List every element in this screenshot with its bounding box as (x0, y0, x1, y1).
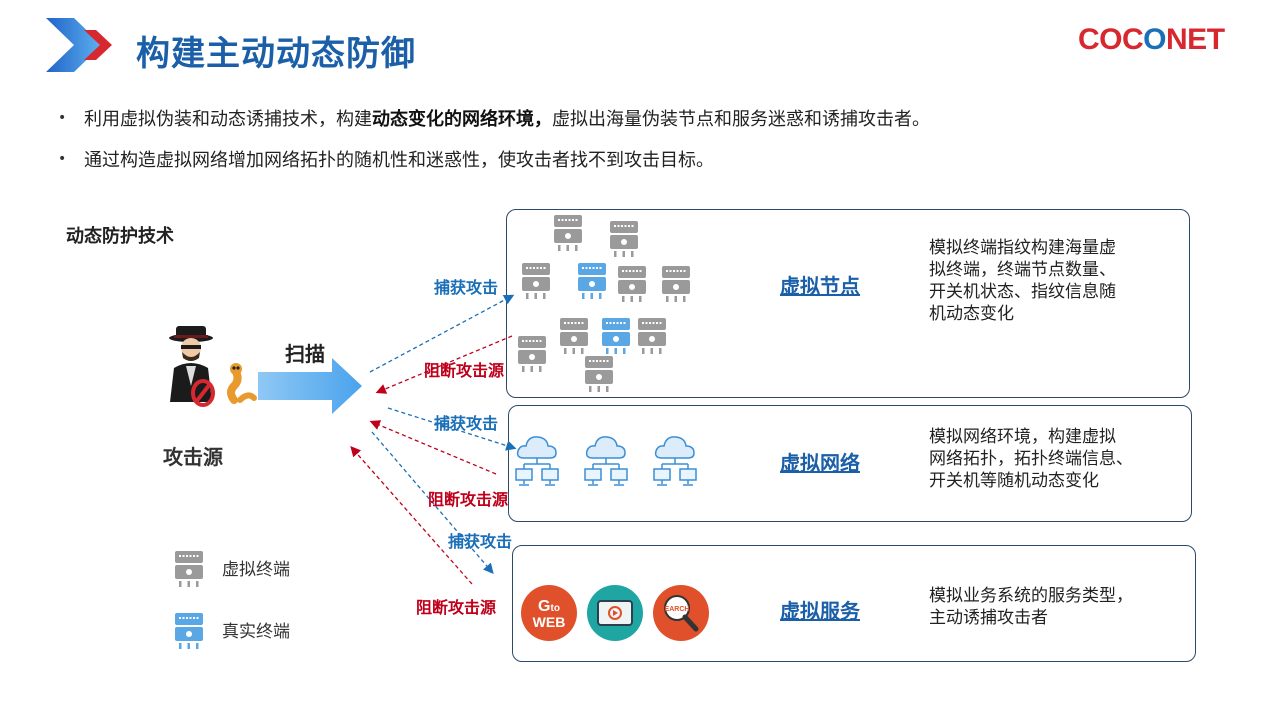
virtual-terminal-icon (662, 266, 690, 302)
virtual-nodes-label[interactable]: 虚拟节点 (780, 274, 860, 298)
virtual-network-label[interactable]: 虚拟网络 (780, 451, 860, 475)
block-attack-source-label: 阻断攻击源 (428, 490, 509, 509)
logo-text-2: O (1143, 23, 1167, 56)
capture-attack-label: 捕获攻击 (434, 414, 499, 433)
bullet-1-text-end: 虚拟出海量伪装节点和服务迷惑和诱捕攻击者。 (552, 109, 930, 130)
virtual-network-panel (508, 405, 1192, 522)
virtual-services-label[interactable]: 虚拟服务 (780, 599, 860, 623)
scan-label: 扫描 (285, 342, 325, 366)
desc-line: 网络拓扑，拓扑终端信息、 (929, 449, 1133, 469)
video-player-icon (587, 585, 643, 641)
real-terminal-icon (578, 263, 606, 299)
legend-virtual-terminal-label: 虚拟终端 (222, 560, 290, 580)
desc-line: 模拟终端指纹构建海量虚 (929, 238, 1116, 258)
desc-line: 机动态变化 (929, 304, 1014, 324)
search-icon: EARCH (653, 585, 709, 641)
virtual-nodes-desc: 模拟终端指纹构建海量虚 拟终端，终端节点数量、 开关机状态、指纹信息随 机动态变… (929, 237, 1116, 325)
cloud-network-icon (653, 436, 697, 486)
logo-text-3: NET (1166, 23, 1225, 56)
block-attack-source-label: 阻断攻击源 (424, 361, 505, 380)
svg-text:Gto: Gto (538, 598, 560, 615)
bullet-item-2: • 通过构造虚拟网络增加网络拓扑的随机性和迷惑性，使攻击者找不到攻击目标。 (58, 146, 714, 172)
bullet-item-1: • 利用虚拟伪装和动态诱捕技术，构建动态变化的网络环境，虚拟出海量伪装节点和服务… (58, 105, 930, 131)
virtual-terminal-icon (175, 551, 203, 587)
no-sign-icon (191, 379, 215, 407)
real-terminal-icon (175, 613, 203, 649)
bullet-2-text: 通过构造虚拟网络增加网络拓扑的随机性和迷惑性，使攻击者找不到攻击目标。 (84, 150, 714, 171)
virtual-nodes-panel (506, 209, 1190, 398)
desc-line: 模拟网络环境，构建虚拟 (929, 427, 1116, 447)
virtual-terminal-icon (585, 356, 613, 392)
virtual-services-desc: 模拟业务系统的服务类型， 主动诱捕攻击者 (929, 585, 1133, 629)
virtual-terminal-icon (518, 336, 546, 372)
svg-text:EARCH: EARCH (665, 606, 690, 613)
section-title: 动态防护技术 (66, 226, 174, 247)
virtual-terminal-icon (618, 266, 646, 302)
virtual-terminal-icon (554, 215, 582, 251)
bullet-dot: • (58, 151, 67, 167)
desc-line: 拟终端，终端节点数量、 (929, 260, 1116, 280)
desc-line: 主动诱捕攻击者 (929, 608, 1048, 628)
page-title: 构建主动动态防御 (136, 34, 416, 74)
virtual-terminal-icon (638, 318, 666, 354)
capture-attack-label: 捕获攻击 (434, 278, 499, 297)
go-to-web-icon: Gto WEB (521, 585, 577, 641)
capture-attack-label: 捕获攻击 (448, 532, 513, 551)
scan-arrow-icon (258, 358, 362, 414)
block-attack-source-label: 阻断攻击源 (416, 598, 497, 617)
legend-real-terminal-label: 真实终端 (222, 622, 290, 642)
worm-icon (227, 363, 257, 404)
cloud-network-icon (515, 436, 559, 486)
cloud-network-icon (584, 436, 628, 486)
svg-text:WEB: WEB (533, 614, 566, 630)
coconet-logo: COC O NET (1078, 18, 1225, 62)
logo-text-1: COC (1078, 23, 1144, 56)
desc-line: 开关机等随机动态变化 (929, 471, 1099, 491)
virtual-terminal-icon (610, 221, 638, 257)
attacker-label: 攻击源 (163, 445, 223, 469)
bullet-1-bold: 动态变化的网络环境， (372, 109, 552, 130)
virtual-terminal-icon (522, 263, 550, 299)
bullet-1-text: 利用虚拟伪装和动态诱捕技术，构建 (84, 109, 372, 130)
desc-line: 模拟业务系统的服务类型， (929, 586, 1133, 606)
header-chevron-icon (46, 18, 112, 72)
virtual-terminal-icon (560, 318, 588, 354)
bullet-dot: • (58, 110, 67, 126)
desc-line: 开关机状态、指纹信息随 (929, 282, 1116, 302)
virtual-network-desc: 模拟网络环境，构建虚拟 网络拓扑，拓扑终端信息、 开关机等随机动态变化 (929, 426, 1133, 492)
real-terminal-icon (602, 318, 630, 354)
